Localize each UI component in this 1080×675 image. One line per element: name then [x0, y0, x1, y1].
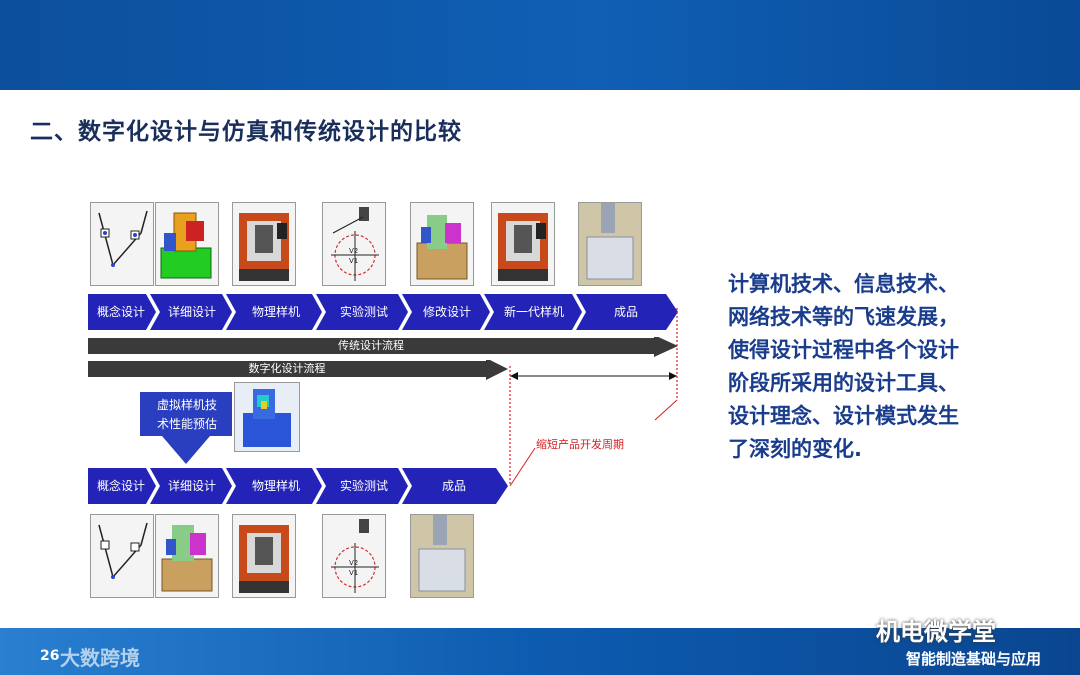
- description-line: 计算机技术、信息技术、: [728, 272, 959, 296]
- product-photo-icon: [411, 515, 473, 597]
- sketch-label: V1: [349, 569, 358, 577]
- concept-sketch-thumbnail: [90, 514, 154, 598]
- traditional-flow-label: 传统设计流程: [338, 339, 404, 352]
- test-sketch-thumbnail: V2 V1: [322, 514, 386, 598]
- machine-icon: [239, 525, 289, 593]
- header-bar: [0, 0, 1080, 90]
- description-line: 设计理念、设计模式发生: [728, 404, 959, 428]
- chevron-row-graphic: [88, 468, 508, 504]
- footer-course-title: 智能制造基础与应用: [906, 650, 1042, 668]
- sketch-icon: [98, 210, 148, 267]
- machine-icon: [498, 213, 548, 281]
- description-line: 网络技术等的飞速发展，: [728, 305, 959, 329]
- description-line: 使得设计过程中各个设计: [728, 338, 959, 362]
- comparison-diagram: V2 V1: [80, 190, 685, 605]
- physical-prototype-thumbnail: [232, 514, 296, 598]
- chevron-row-graphic: [88, 294, 678, 330]
- description-text: 计算机技术、信息技术、 网络技术等的飞速发展， 使得设计过程中各个设计 阶段所采…: [728, 268, 1038, 466]
- description-line: 阶段所采用的设计工具、: [728, 371, 959, 395]
- callout-line: 虚拟样机技: [156, 398, 217, 412]
- step-detail-design: 详细设计: [167, 479, 216, 493]
- sketch-icon: [98, 522, 148, 579]
- step-finished-product: 成品: [613, 305, 638, 319]
- traditional-step-row: 概念设计 详细设计 物理样机 实验测试 修改设计 新一代样机 成品: [88, 294, 678, 330]
- detail-design-thumbnail: [155, 514, 219, 598]
- machine-icon: [239, 213, 289, 281]
- product-thumbnail: [410, 514, 474, 598]
- arrow-graphic: [88, 360, 508, 380]
- concept-sketch-thumbnail: [90, 202, 154, 286]
- footer-bar: [0, 628, 1080, 675]
- product-thumbnail: [578, 202, 642, 286]
- product-photo-icon: [579, 203, 641, 285]
- modify-design-thumbnail: [410, 202, 474, 286]
- cad-model-icon: [160, 212, 212, 279]
- digital-flow-arrow: 数字化设计流程: [88, 360, 508, 380]
- step-physical-prototype: 物理样机: [251, 305, 300, 319]
- digital-flow-label: 数字化设计流程: [248, 362, 326, 375]
- sketch-label: V2: [349, 247, 358, 255]
- shorten-cycle-annotation: 缩短产品开发周期: [536, 438, 624, 451]
- simulation-model-icon: [235, 383, 299, 451]
- step-concept-design: 概念设计: [96, 305, 145, 319]
- test-diagram-icon: V2 V1: [331, 519, 379, 593]
- watermark-left: 大数跨境: [60, 646, 140, 670]
- detail-design-thumbnail: [155, 202, 219, 286]
- step-modify-design: 修改设计: [422, 305, 471, 319]
- cad-model-icon: [416, 215, 468, 280]
- callout-line: 术性能预估: [156, 417, 217, 431]
- sketch-label: V1: [349, 257, 358, 265]
- step-detail-design: 详细设计: [167, 305, 216, 319]
- step-physical-prototype: 物理样机: [251, 479, 300, 493]
- step-finished-product: 成品: [441, 479, 466, 493]
- sketch-label: V2: [349, 559, 358, 567]
- arrow-graphic: [88, 337, 678, 357]
- traditional-flow-arrow: 传统设计流程: [88, 337, 678, 357]
- virtual-prototype-callout: 虚拟样机技 术性能预估: [140, 396, 234, 434]
- page-number: 26: [40, 648, 60, 664]
- step-new-prototype: 新一代样机: [503, 305, 564, 319]
- description-line: 了深刻的变化.: [728, 437, 862, 461]
- physical-prototype-thumbnail: [232, 202, 296, 286]
- watermark-right: 机电微学堂: [876, 618, 996, 646]
- test-sketch-thumbnail: V2 V1: [322, 202, 386, 286]
- cad-model-icon: [161, 525, 213, 592]
- new-prototype-thumbnail: [491, 202, 555, 286]
- step-experimental-test: 实验测试: [339, 305, 388, 319]
- step-concept-design: 概念设计: [96, 479, 145, 493]
- virtual-prototype-thumbnail: [234, 382, 300, 452]
- virtual-prototype-arrow: [140, 392, 232, 464]
- test-diagram-icon: V2 V1: [331, 207, 379, 281]
- digital-step-row: 概念设计 详细设计 物理样机 实验测试 成品: [88, 468, 508, 504]
- step-experimental-test: 实验测试: [339, 479, 388, 493]
- slide-title: 二、数字化设计与仿真和传统设计的比较: [30, 119, 462, 145]
